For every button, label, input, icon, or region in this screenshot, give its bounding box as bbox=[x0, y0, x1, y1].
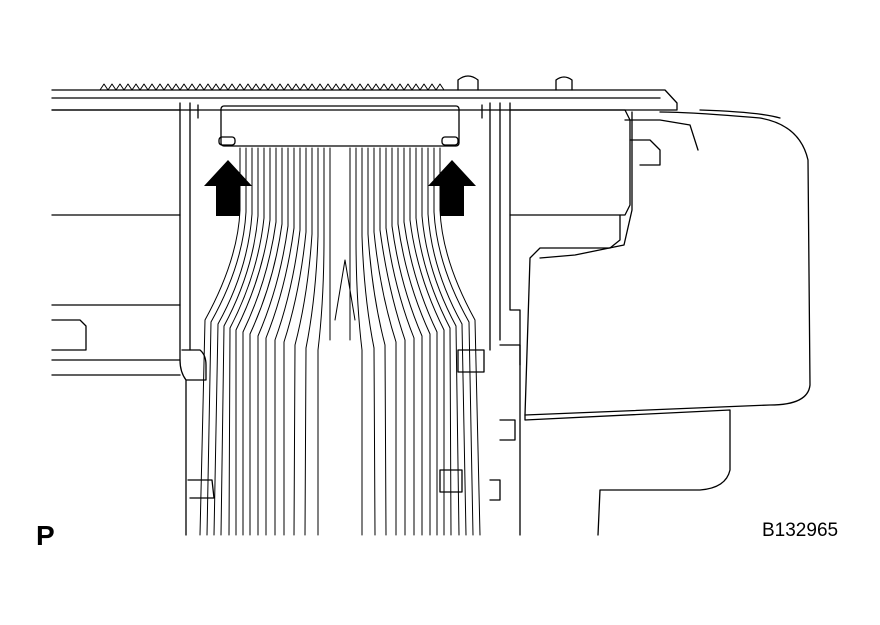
figure-id: B132965 bbox=[762, 520, 839, 541]
right-clip-arrow bbox=[428, 160, 476, 216]
view-letter: P bbox=[36, 520, 55, 551]
ribbon-frame bbox=[179, 102, 521, 536]
right-housing bbox=[499, 109, 811, 536]
left-rails bbox=[51, 109, 181, 376]
top-plate bbox=[51, 75, 678, 111]
ribbon-wires bbox=[199, 147, 481, 536]
left-clip-arrow bbox=[204, 160, 252, 216]
connector-block bbox=[197, 104, 483, 147]
serrated-ridge bbox=[99, 83, 445, 91]
